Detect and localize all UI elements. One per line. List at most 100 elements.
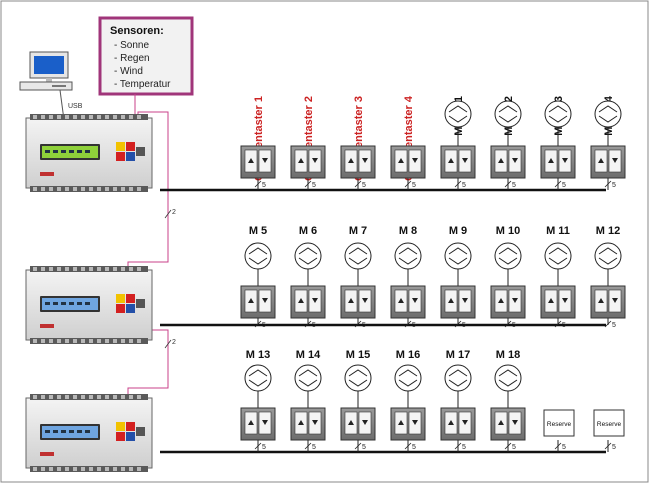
device-column: M 95 [440, 225, 476, 329]
motor-label: M 18 [496, 349, 520, 361]
wire-count-label: 5 [262, 182, 266, 189]
motor-icon [544, 100, 572, 146]
motor-label: M 5 [249, 225, 267, 237]
device-column: Motor 35 [540, 96, 576, 190]
reserve-box [593, 409, 625, 437]
motor-icon [494, 100, 522, 146]
switch-module [440, 285, 476, 319]
switch-module [440, 145, 476, 179]
device-column: M 155 [340, 349, 376, 452]
device-column: M 135 [240, 349, 276, 452]
device-column: M 11 5 [540, 225, 576, 329]
wire-count-label: 5 [262, 322, 266, 329]
reserve-box [543, 409, 575, 437]
sensor-item-sun: - Sonne [114, 40, 149, 51]
controller-unit [25, 114, 153, 192]
device-column: M 14 5 [290, 349, 326, 452]
motor-icon [244, 242, 272, 286]
switch-module [390, 145, 426, 179]
wire-count-label: 5 [362, 322, 366, 329]
device-column: M 85 [390, 225, 426, 329]
motor-icon [294, 364, 322, 408]
motor-icon [594, 242, 622, 286]
switch-module [290, 285, 326, 319]
controller-unit [25, 394, 153, 472]
switch-module [540, 145, 576, 179]
device-column: M 10 5 [490, 225, 526, 329]
wire-count-label: 5 [312, 444, 316, 451]
device-column: M 5 5 [240, 225, 276, 329]
device-column: Gruppentaster 35 [340, 96, 376, 190]
wire-count-label: 5 [412, 444, 416, 451]
motor-icon [544, 242, 572, 286]
wire-count-label: 5 [462, 182, 466, 189]
wire-count-label: 5 [612, 182, 616, 189]
reserve-label: Reserve [597, 421, 622, 428]
bus-label-2: 2 [172, 339, 176, 346]
device-column: M 16 5 [390, 349, 426, 452]
device-column: Gruppentaster 15 [240, 96, 276, 190]
motor-label: M 10 [496, 225, 520, 237]
motor-label: M 14 [296, 349, 321, 361]
switch-module [240, 145, 276, 179]
switch-module [340, 145, 376, 179]
switch-module [590, 285, 626, 319]
device-column: M 65 [290, 225, 326, 329]
device-column: Motor 15 [440, 96, 476, 190]
wire-count-label: 5 [412, 182, 416, 189]
switch-module [440, 407, 476, 441]
motor-label: M 17 [446, 349, 470, 361]
sensor-title: Sensoren: [110, 25, 164, 37]
motor-icon [244, 364, 272, 408]
wire-count-label: 5 [262, 444, 266, 451]
wire-count-label: 5 [312, 182, 316, 189]
switch-module [290, 145, 326, 179]
device-column: Gruppentaster 25 [290, 96, 326, 190]
computer-icon [19, 51, 73, 91]
motor-label: M 9 [449, 225, 467, 237]
sensor-box: Sensoren: - Sonne - Regen - Wind - Tempe… [98, 16, 194, 96]
switch-module [540, 285, 576, 319]
switch-module [390, 407, 426, 441]
switch-module [240, 285, 276, 319]
motor-label: M 6 [299, 225, 317, 237]
device-column: M 125 [590, 225, 626, 329]
motor-icon [344, 364, 372, 408]
wire-count-label: 5 [362, 182, 366, 189]
motor-icon [444, 242, 472, 286]
wire-count-label: 5 [462, 444, 466, 451]
device-column: Gruppentaster 45 [390, 95, 426, 190]
switch-module [340, 407, 376, 441]
switch-module [490, 145, 526, 179]
device-column: M 75 [340, 225, 376, 329]
motor-icon [594, 100, 622, 146]
motor-icon [344, 242, 372, 286]
motor-icon [294, 242, 322, 286]
wire-count-label: 5 [512, 444, 516, 451]
wire-count-label: 5 [562, 182, 566, 189]
motor-icon [444, 100, 472, 146]
motor-icon [394, 364, 422, 408]
switch-module [290, 407, 326, 441]
device-row: Gruppentaster 15 Gruppentaster 25 Gruppent… [160, 95, 626, 192]
wire-count-label: 5 [512, 322, 516, 329]
motor-label: M 11 [546, 225, 570, 237]
wire-count-label: 5 [512, 182, 516, 189]
motor-icon [444, 364, 472, 408]
switch-module [390, 285, 426, 319]
motor-label: M 15 [346, 349, 370, 361]
controller-unit [25, 266, 153, 344]
wire-count-label: 5 [412, 322, 416, 329]
motor-label: M 16 [396, 349, 420, 361]
sensor-item-rain: - Regen [114, 53, 150, 64]
device-column: Motor 25 [490, 96, 526, 190]
switch-module [340, 285, 376, 319]
switch-module [590, 145, 626, 179]
wire-count-label: 5 [562, 322, 566, 329]
